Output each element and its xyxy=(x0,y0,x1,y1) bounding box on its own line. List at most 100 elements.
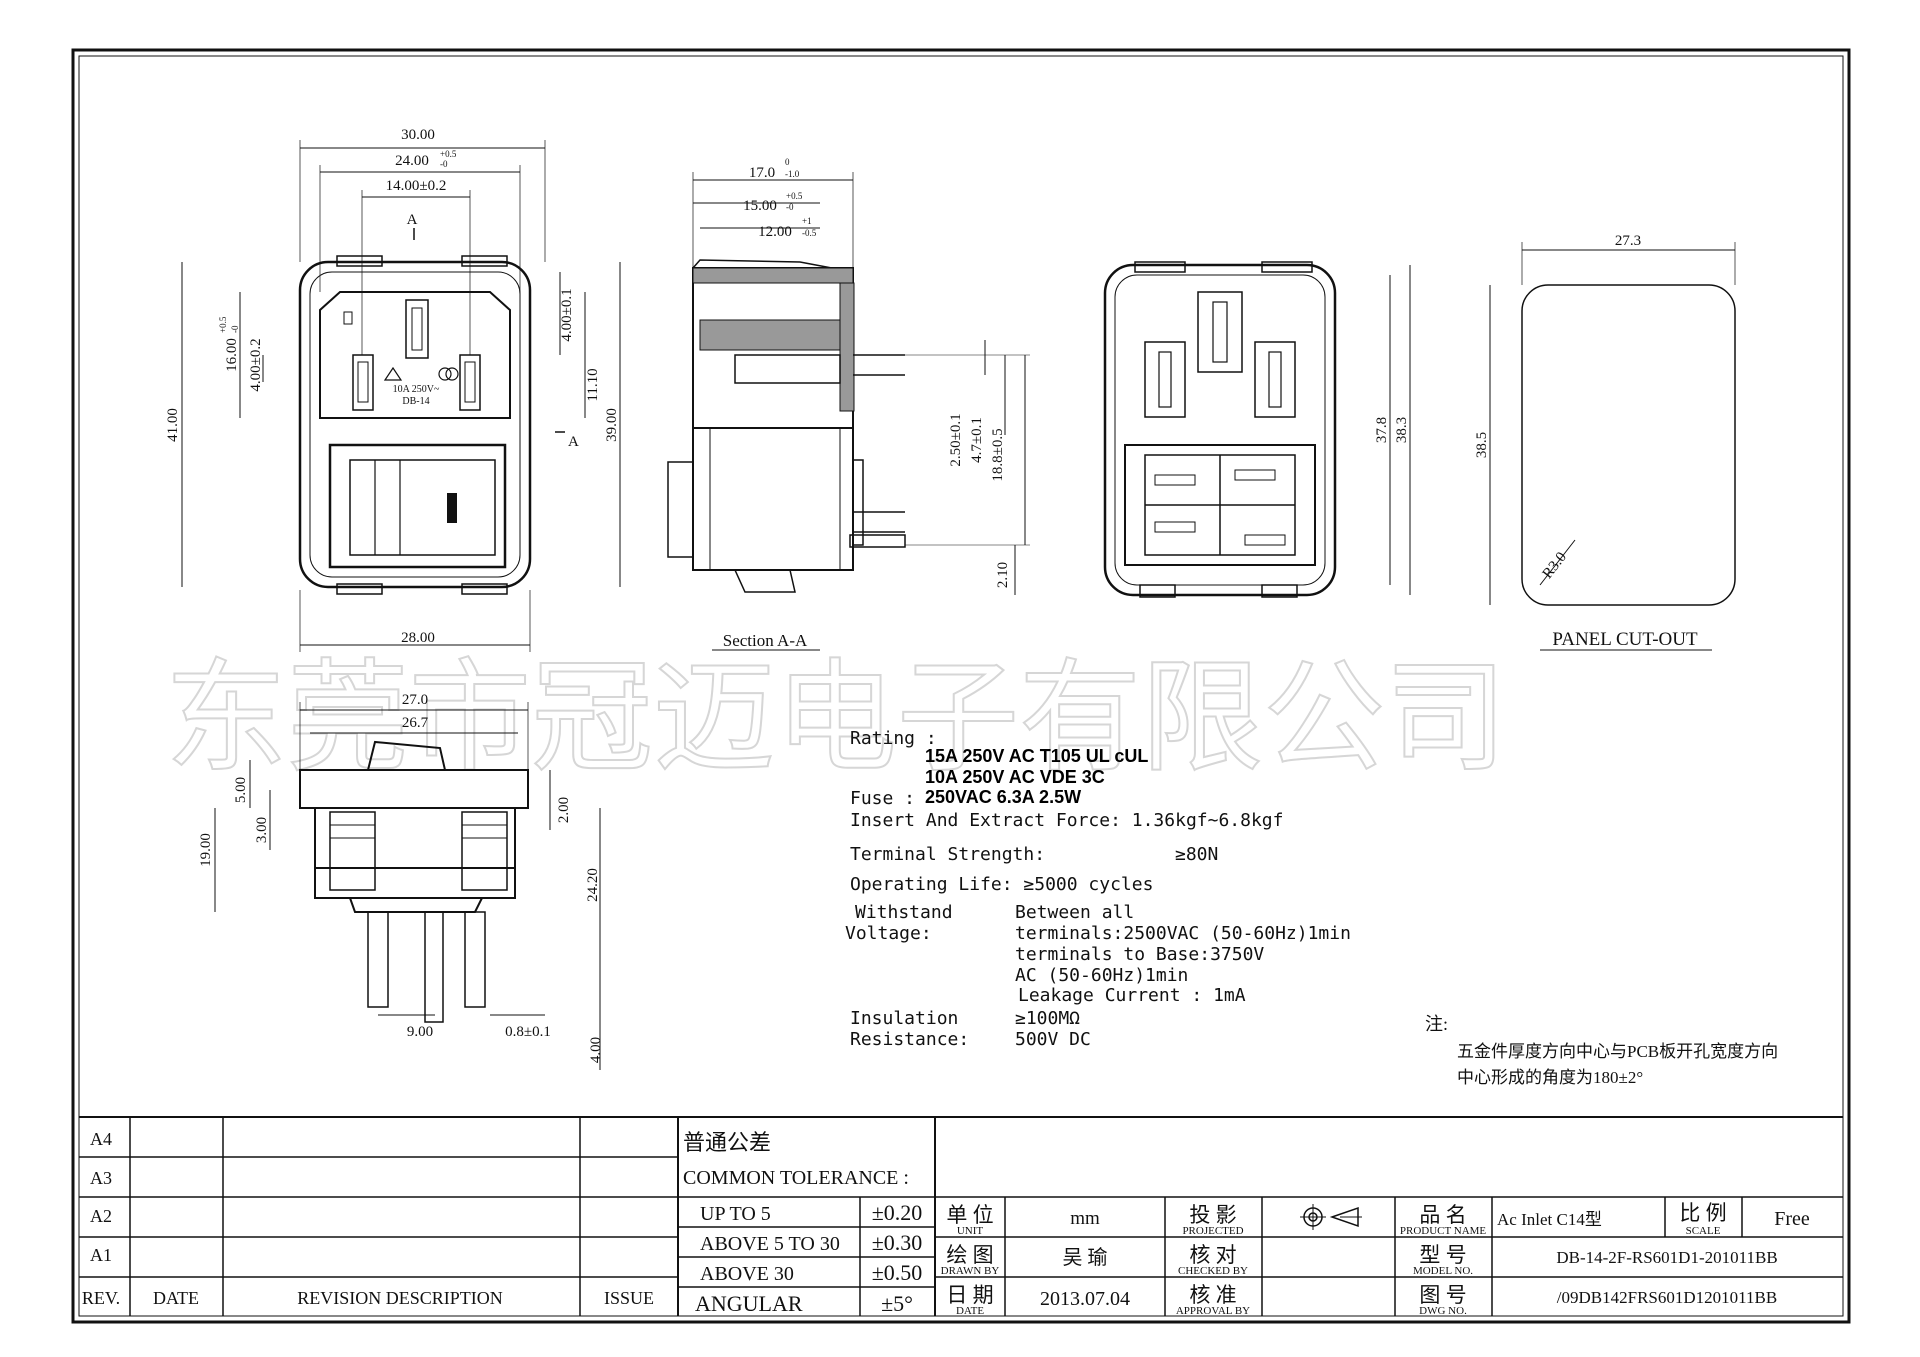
dim-15-tol-upper: +0.5 xyxy=(786,191,803,201)
section-mark-top: A xyxy=(407,212,418,228)
approval-cn: 核 准 xyxy=(1189,1283,1236,1307)
projected-cn: 投 影 xyxy=(1189,1203,1236,1227)
rear-view: 37.8 38.3 xyxy=(1103,261,1411,598)
withstand-line-1: Between all xyxy=(1015,902,1134,923)
dim-16: 16.00 xyxy=(224,338,240,372)
date-en: DATE xyxy=(956,1305,984,1317)
dim-17-tol-lower: -1.0 xyxy=(785,169,800,179)
insulation-label: Insulation xyxy=(850,1008,958,1029)
fuse-value: 250VAC 6.3A 2.5W xyxy=(925,787,1081,807)
dim-4-0-b: 4.00±0.1 xyxy=(559,288,575,341)
dim-2-1: 2.10 xyxy=(995,562,1011,588)
tol-range-1: UP TO 5 xyxy=(700,1203,771,1225)
rating-marking-1: 10A 250V~ xyxy=(393,384,440,395)
dim-18-8: 18.8±0.5 xyxy=(990,428,1006,481)
rating-line-2: 10A 250V AC VDE 3C xyxy=(925,767,1105,787)
checked-en: CHECKED BY xyxy=(1178,1265,1248,1277)
rev-a1: A1 xyxy=(90,1245,112,1265)
dim-0-8: 0.8±0.1 xyxy=(505,1024,551,1040)
sheet-border xyxy=(71,48,1851,1324)
resistance-label: Resistance: xyxy=(850,1029,969,1050)
product-value: Ac Inlet C14型 xyxy=(1497,1210,1602,1229)
insert-force: Insert And Extract Force: 1.36kgf~6.8kgf xyxy=(850,810,1283,831)
dim-9: 9.00 xyxy=(407,1024,433,1040)
dim-16-tol-lower: -0 xyxy=(230,325,240,333)
withstand-label: Withstand xyxy=(855,902,953,923)
tol-value-4: ±5° xyxy=(881,1291,913,1316)
projected-en: PROJECTED xyxy=(1182,1225,1243,1237)
model-en: MODEL NO. xyxy=(1413,1265,1473,1277)
section-title: Section A-A xyxy=(723,631,808,650)
note: 注: 五金件厚度方向中心与PCB板开孔宽度方向 中心形成的角度为180±2° xyxy=(1425,1014,1778,1087)
scale-value: Free xyxy=(1774,1208,1810,1230)
dim-24-tol-lower: -0 xyxy=(440,159,448,169)
withstand-line-3: terminals to Base:3750V xyxy=(1015,944,1264,965)
dim-28: 28.00 xyxy=(401,630,435,646)
rating-marking-2: DB-14 xyxy=(402,396,429,407)
product-cn: 品 名 xyxy=(1419,1203,1466,1227)
front-view: 10A 250V~ DB-14 30.00 24.00 +0.5 -0 14.0… xyxy=(165,127,621,652)
dim-2-00: 2.00 xyxy=(556,797,572,823)
dim-26-7: 26.7 xyxy=(402,715,429,731)
checked-cn: 核 对 xyxy=(1189,1243,1236,1267)
watermark: 东莞市冠迈电子有限公司 xyxy=(165,647,1507,789)
specifications: Rating : 15A 250V AC T105 UL cUL 10A 250… xyxy=(845,728,1351,1050)
scale-en: SCALE xyxy=(1686,1225,1721,1237)
dim-4-0: 4.00±0.2 xyxy=(248,338,264,391)
dim-17-tol-upper: 0 xyxy=(785,157,790,167)
voltage-label: Voltage: xyxy=(845,923,932,944)
tol-value-3: ±0.50 xyxy=(872,1260,923,1285)
operating-life: Operating Life: ≥5000 cycles xyxy=(850,874,1153,895)
dwg-en: DWG NO. xyxy=(1419,1305,1467,1317)
dim-17: 17.0 xyxy=(749,165,775,181)
dim-4-7: 4.7±0.1 xyxy=(969,417,985,463)
dim-3: 3.00 xyxy=(254,817,270,843)
drawn-en: DRAWN BY xyxy=(941,1265,1000,1277)
tol-value-2: ±0.30 xyxy=(872,1230,923,1255)
rev-a3: A3 xyxy=(90,1168,112,1188)
dim-15-tol-lower: -0 xyxy=(786,202,794,212)
dim-19: 19.00 xyxy=(198,833,214,867)
dim-39: 39.00 xyxy=(604,408,620,442)
tolerance-title-cn: 普通公差 xyxy=(683,1130,771,1155)
tol-value-1: ±0.20 xyxy=(872,1200,923,1225)
date-value: 2013.07.04 xyxy=(1040,1288,1130,1310)
note-label: 注: xyxy=(1425,1014,1448,1034)
tol-range-4: ANGULAR xyxy=(695,1291,803,1316)
dim-38-5: 38.5 xyxy=(1474,432,1490,458)
dim-38-3: 38.3 xyxy=(1394,417,1410,443)
date-header: DATE xyxy=(153,1288,199,1308)
side-view: 27.0 26.7 5.00 3.00 19.00 2.00 24.20 9.0… xyxy=(198,692,604,1070)
title-block: A4 A3 A2 A1 REV. DATE REVISION DESCRIPTI… xyxy=(79,1116,1843,1317)
drawn-cn: 绘 图 xyxy=(946,1243,993,1267)
insulation-value-1: ≥100MΩ xyxy=(1015,1008,1080,1029)
dim-12: 12.00 xyxy=(758,224,792,240)
dim-24-tol-upper: +0.5 xyxy=(440,149,457,159)
dim-14: 14.00±0.2 xyxy=(386,178,447,194)
dim-15: 15.00 xyxy=(743,198,777,214)
unit-en: UNIT xyxy=(957,1225,984,1237)
dim-37-8: 37.8 xyxy=(1374,417,1390,443)
rating-label: Rating : xyxy=(850,728,937,749)
sheet-inner-border xyxy=(78,55,1844,1317)
dwg-value: /09DB142FRS601D1201011BB xyxy=(1557,1288,1777,1307)
model-value: DB-14-2F-RS601D1-201011BB xyxy=(1556,1248,1777,1267)
date-cn: 日 期 xyxy=(946,1283,993,1307)
projection-symbol-icon xyxy=(1300,1204,1362,1230)
insulation-value-2: 500V DC xyxy=(1015,1029,1091,1050)
tol-range-2: ABOVE 5 TO 30 xyxy=(700,1233,840,1255)
unit-cn: 单 位 xyxy=(946,1203,993,1227)
terminal-strength-value: ≥80N xyxy=(1175,844,1218,865)
dim-12-tol-lower: -0.5 xyxy=(802,228,817,238)
unit-value: mm xyxy=(1070,1208,1100,1229)
scale-cn: 比 例 xyxy=(1679,1201,1726,1225)
dim-24: 24.00 xyxy=(395,153,429,169)
withstand-line-2: terminals:2500VAC (50-60Hz)1min xyxy=(1015,923,1351,944)
rev-a4: A4 xyxy=(90,1129,112,1149)
dim-41: 41.00 xyxy=(165,408,181,442)
dim-24-2: 24.20 xyxy=(585,868,601,902)
product-en: PRODUCT NAME xyxy=(1400,1225,1487,1237)
model-cn: 型 号 xyxy=(1419,1243,1466,1267)
dim-2-5: 2.50±0.1 xyxy=(948,413,964,466)
